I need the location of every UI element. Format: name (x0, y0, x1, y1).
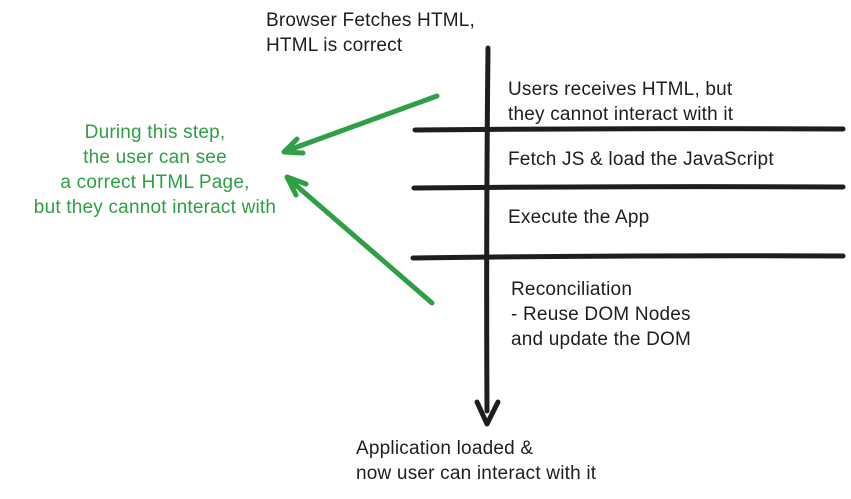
note-arrow-1-head (281, 136, 306, 156)
step-label-line: Users receives HTML, but (508, 79, 733, 100)
bottom-label-line: Application loaded & (356, 438, 534, 459)
side-note-line: During this step, (84, 122, 226, 143)
step-label-line: Execute the App (508, 207, 650, 228)
separator-line-3 (410, 253, 846, 261)
bottom-label: Application loaded & now user can intera… (356, 436, 596, 486)
bottom-label-line: now user can interact with it (356, 463, 597, 484)
top-label: Browser Fetches HTML, HTML is correct (266, 8, 475, 58)
left-arrow-icon (281, 93, 440, 156)
left-arrow-icon (284, 174, 435, 306)
timeline-arrowhead (474, 399, 501, 427)
step-label-reconciliation: Reconciliation - Reuse DOM Nodes and upd… (511, 277, 691, 352)
side-note-line: but they cannot interact with (33, 197, 277, 218)
note-arrow-2-shaft (288, 178, 435, 306)
step-label-line: - Reuse DOM Nodes (511, 304, 691, 325)
side-note: During this step, the user can see a cor… (0, 120, 310, 220)
step-label-line: and update the DOM (511, 329, 691, 350)
separator-line-2 (411, 184, 846, 191)
side-note-line: the user can see (83, 147, 227, 168)
note-arrow-1-shaft (283, 93, 440, 154)
top-label-line: Browser Fetches HTML, (266, 10, 476, 31)
step-label-receive-html: Users receives HTML, but they cannot int… (508, 77, 733, 127)
note-arrow-2-head (284, 174, 309, 198)
step-label-line: they cannot interact with it (508, 104, 734, 125)
side-note-line: a correct HTML Page, (60, 172, 250, 193)
step-label-line: Reconciliation (511, 279, 633, 300)
down-arrow-icon (474, 45, 501, 427)
step-label-execute-app: Execute the App (508, 205, 649, 230)
timeline-shaft (484, 45, 491, 414)
step-label-fetch-js: Fetch JS & load the JavaScript (508, 147, 774, 172)
separator-line-1 (412, 126, 846, 133)
top-label-line: HTML is correct (266, 35, 403, 56)
step-label-line: Fetch JS & load the JavaScript (508, 149, 774, 170)
